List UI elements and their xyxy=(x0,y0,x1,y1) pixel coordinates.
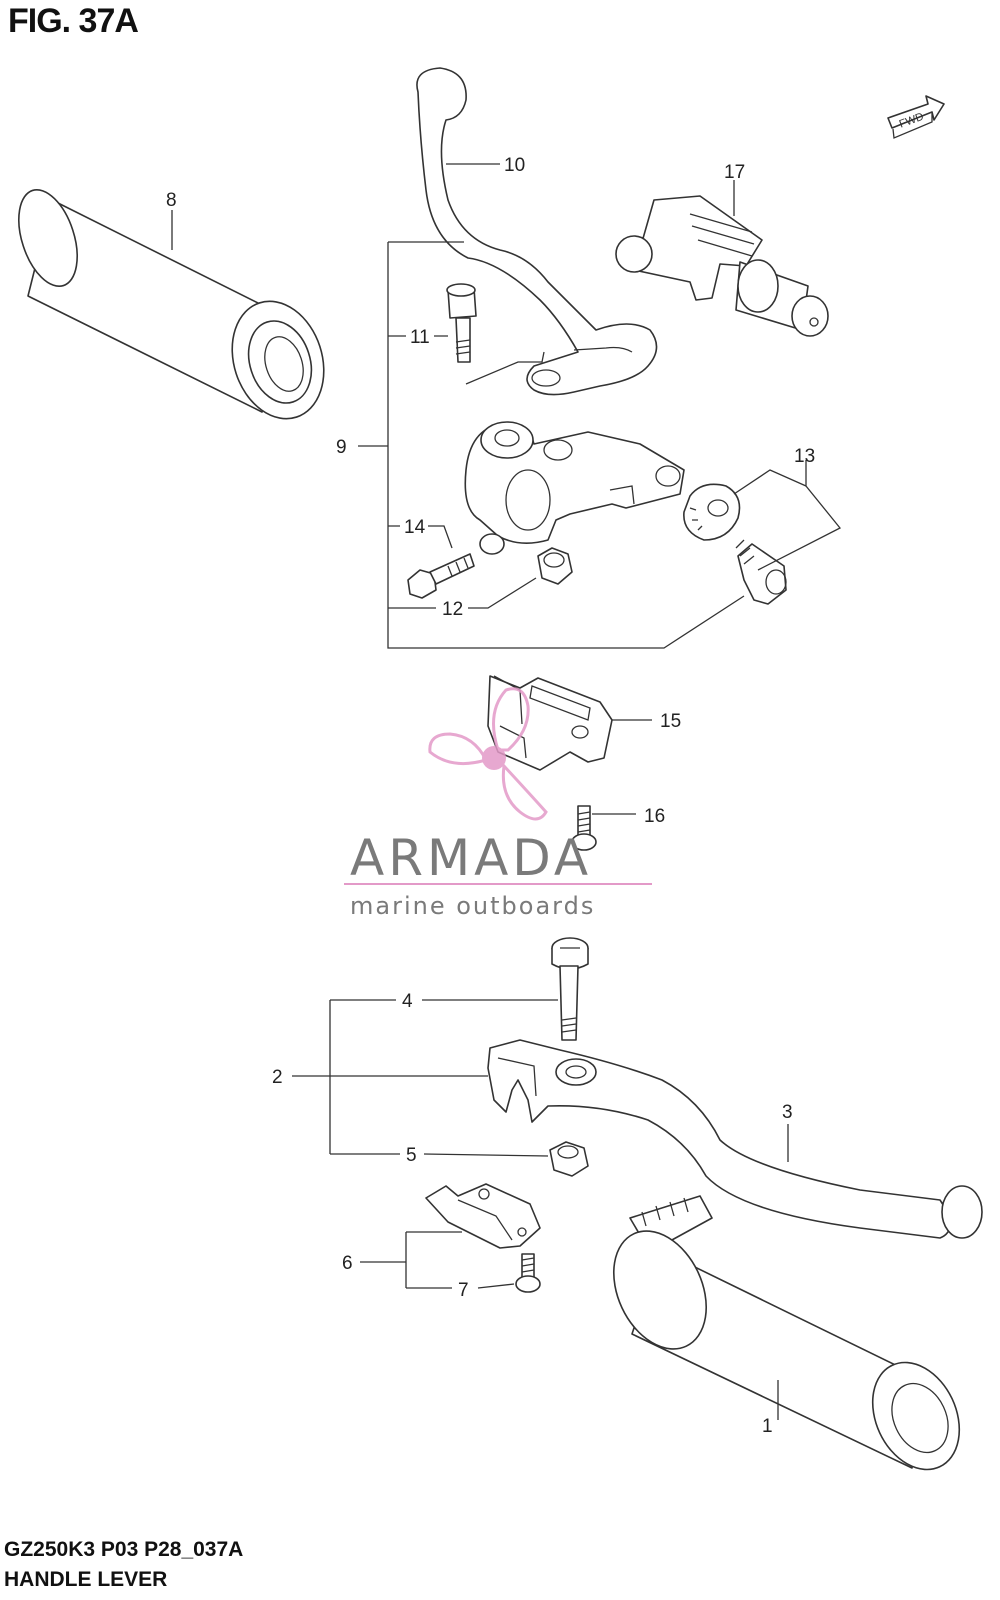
part-11-pivot-bolt xyxy=(446,283,477,363)
callout-2: 2 xyxy=(272,1067,283,1088)
callout-9: 9 xyxy=(336,437,347,458)
part-5-nut xyxy=(549,1141,589,1177)
propeller-icon xyxy=(428,687,548,821)
model-code: GZ250K3 P03 P28_037A xyxy=(4,1538,244,1561)
leader-lines xyxy=(171,163,842,1420)
callout-14: 14 xyxy=(404,517,426,538)
callout-12: 12 xyxy=(442,599,463,620)
part-3-brake-lever xyxy=(487,1039,983,1239)
callout-10: 10 xyxy=(504,155,525,176)
part-12-nut xyxy=(537,547,573,585)
part-10-clutch-lever xyxy=(416,67,658,396)
part-16-screw xyxy=(571,805,597,851)
part-13-adjuster-set xyxy=(683,483,787,605)
callout-15: 15 xyxy=(660,711,681,732)
figure-caption: HANDLE LEVER xyxy=(4,1568,168,1591)
figure-title: FIG. 37A xyxy=(8,2,139,40)
part-14-bolt xyxy=(407,553,475,599)
part-1-throttle-grip xyxy=(612,1195,961,1471)
callout-labels: 1 2 3 4 5 6 7 8 9 10 11 12 13 14 15 16 1… xyxy=(166,155,815,1437)
part-6-switch xyxy=(425,1183,541,1249)
watermark-tagline: marine outboards xyxy=(350,892,595,920)
callout-13: 13 xyxy=(794,446,815,467)
callout-7: 7 xyxy=(458,1280,469,1301)
part-9-lever-holder xyxy=(464,421,685,555)
callout-1: 1 xyxy=(762,1416,773,1437)
callout-6: 6 xyxy=(342,1253,353,1274)
part-4-pivot-bolt xyxy=(551,937,589,1041)
callout-11: 11 xyxy=(410,327,430,348)
watermark: ARMADA marine outboards xyxy=(344,687,652,920)
watermark-brand: ARMADA xyxy=(350,829,592,887)
part-7-screw xyxy=(515,1253,541,1293)
part-8-left-grip xyxy=(18,188,325,420)
callout-5: 5 xyxy=(406,1145,417,1166)
callout-8: 8 xyxy=(166,190,177,211)
part-17-adjuster xyxy=(615,195,829,337)
fwd-arrow-icon: FWD xyxy=(887,95,945,139)
callout-3: 3 xyxy=(782,1102,793,1123)
callout-16: 16 xyxy=(644,806,665,827)
callout-4: 4 xyxy=(402,991,413,1012)
callout-17: 17 xyxy=(724,162,745,183)
